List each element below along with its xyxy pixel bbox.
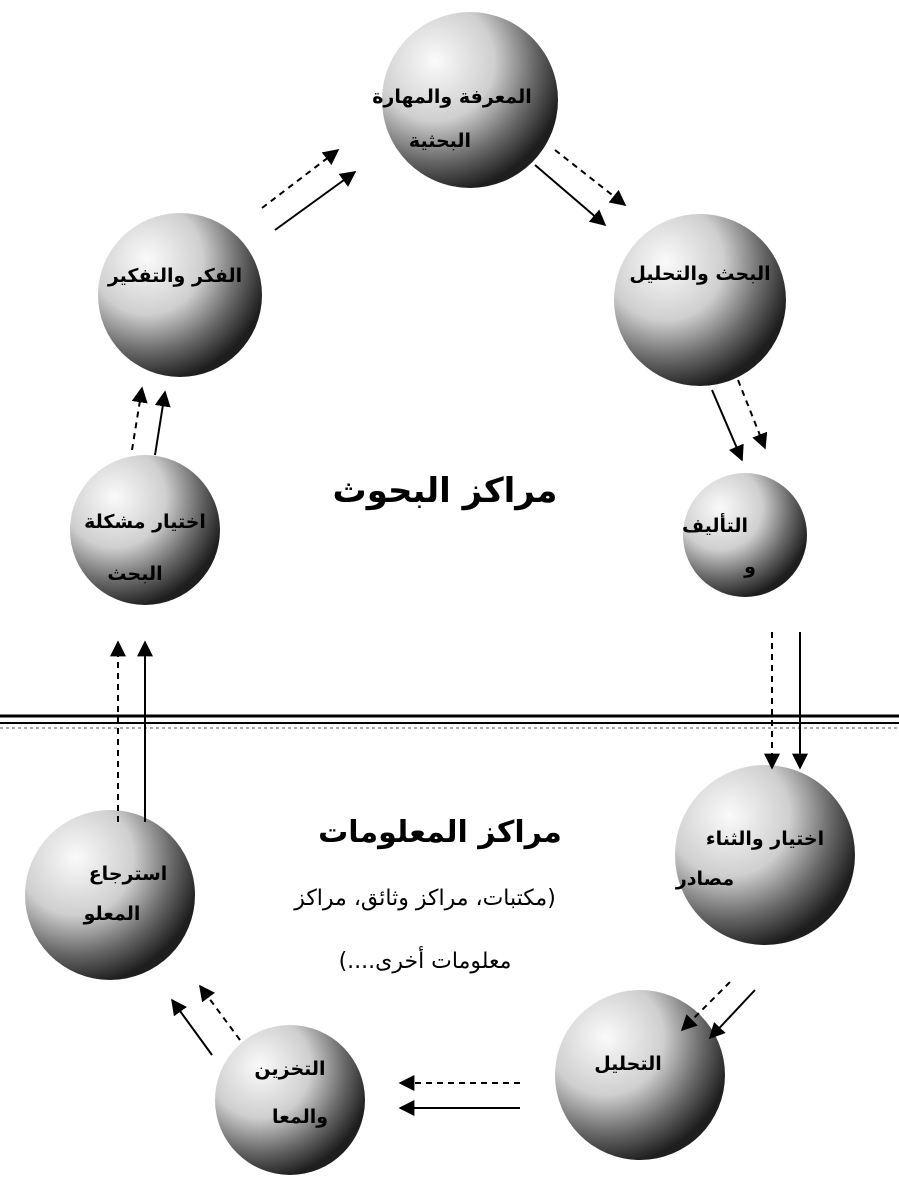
arrow-retrieval-to-problem xyxy=(110,640,153,822)
node-problem-selection-label-2: البحث xyxy=(107,563,162,585)
node-knowledge-label-1: المعرفة والمهارة xyxy=(372,86,532,108)
node-analysis-label: التحليل xyxy=(594,1053,662,1075)
node-authoring-label-2: و xyxy=(743,556,756,578)
node-thinking: الفكر والتفكير xyxy=(98,213,262,377)
arrow-thinking-to-knowledge xyxy=(261,149,357,231)
node-thinking-label: الفكر والتفكير xyxy=(107,265,242,287)
node-retrieval-label-1: استرجاع xyxy=(89,863,168,885)
node-select-enrich-label-2: مصادر xyxy=(675,868,734,890)
node-authoring: التأليف و xyxy=(682,473,807,597)
node-problem-selection: اختيار مشكلة البحث xyxy=(70,455,220,605)
arrow-select-to-analysis xyxy=(680,981,756,1040)
arrow-analysis-to-storage xyxy=(398,1075,520,1116)
node-problem-selection-label-1: اختيار مشكلة xyxy=(84,511,206,533)
info-centers-title: مراكز المعلومات xyxy=(318,815,562,850)
node-retrieval-label-2: المعلو xyxy=(83,903,141,925)
node-knowledge: المعرفة والمهارة البحثية xyxy=(372,12,558,188)
arrow-authoring-to-select xyxy=(764,632,808,770)
node-storage-label-1: التخزين xyxy=(254,1058,325,1080)
arrow-research-to-authoring xyxy=(711,379,768,462)
node-knowledge-label-2: البحثية xyxy=(409,130,471,152)
arrow-problem-to-thinking xyxy=(131,386,171,456)
node-storage: التخزين والمعا xyxy=(215,1025,365,1175)
arrow-storage-to-retrieval xyxy=(171,984,241,1056)
node-research-analysis-label: البحث والتحليل xyxy=(629,263,770,285)
node-select-enrich: اختيار والثناء مصادر xyxy=(675,765,855,945)
node-authoring-label-1: التأليف xyxy=(682,513,748,537)
node-storage-label-2: والمعا xyxy=(272,1106,328,1128)
info-centers-subtitle-1: (مكتبات، مراكز وثائق، مراكز xyxy=(293,886,556,911)
node-research-analysis: البحث والتحليل xyxy=(614,214,786,386)
node-analysis: التحليل xyxy=(555,990,725,1160)
node-select-enrich-label-1: اختيار والثناء xyxy=(706,828,824,850)
separator-line xyxy=(0,714,899,729)
node-retrieval: استرجاع المعلو xyxy=(25,810,195,980)
arrow-knowledge-to-research xyxy=(534,149,627,227)
research-centers-title: مراكز البحوث xyxy=(333,471,558,511)
info-centers-subtitle-2: معلومات أخرى....) xyxy=(339,946,512,974)
